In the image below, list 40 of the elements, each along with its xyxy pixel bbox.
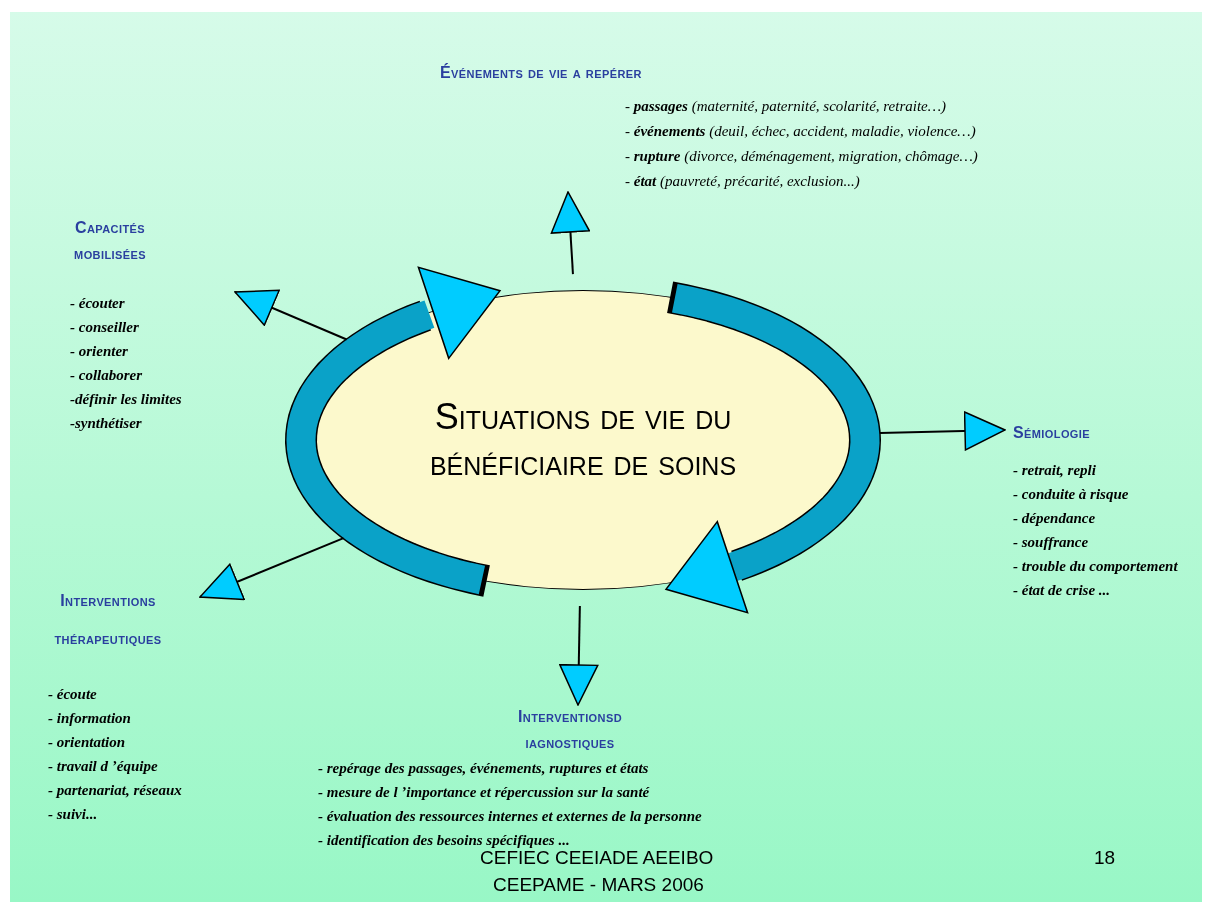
list-item: - travail d ’équipe <box>48 757 158 776</box>
center-title: Situations de vie du bénéficiaire de soins <box>428 395 738 485</box>
list-item: - orienter <box>70 342 128 361</box>
list-item: - état de crise ... <box>1013 581 1111 600</box>
section-heading: Capacités mobilisées <box>73 218 147 264</box>
arrow <box>234 289 348 341</box>
list-item: - trouble du comportement <box>1013 557 1178 576</box>
list-item: - état (pauvreté, précarité, exclusion...) <box>625 172 860 191</box>
list-item: - dépendance <box>1013 509 1096 528</box>
list-item: - suivi... <box>48 805 98 824</box>
list-item: - repérage des passages, événements, ruptures et états <box>318 759 649 778</box>
list-item: -définir les limites <box>70 390 182 409</box>
section-heading: Interventionsd iagnostiques <box>517 707 623 753</box>
list-item: - conseiller <box>70 318 139 337</box>
list-item: - information <box>48 709 131 728</box>
list-item: - rupture (divorce, déménagement, migration, chômage…) <box>625 147 978 166</box>
list-item: - souffrance <box>1013 533 1089 552</box>
arrow <box>199 537 345 601</box>
list-item: - mesure de l ’importance et répercussion sur la santé <box>318 783 650 802</box>
list-item: - collaborer <box>70 366 143 385</box>
list-item: - conduite à risque <box>1013 485 1129 504</box>
list-item: - retrait, repli <box>1013 461 1096 480</box>
section-heading: Événements de vie a repérer <box>440 62 643 83</box>
page-number: 18 <box>1094 846 1116 870</box>
section-heading: Sémiologie <box>1013 423 1091 443</box>
section-heading: Interventions thérapeutiques <box>53 591 163 649</box>
list-item: - écoute <box>48 685 97 704</box>
footer-text: CEFIEC CEEIADE AEEIBO <box>480 847 714 870</box>
arrow <box>559 605 599 706</box>
arrow <box>878 411 1006 451</box>
list-item: -synthétiser <box>70 414 142 433</box>
list-item: - écouter <box>70 294 125 313</box>
list-item: - événements (deuil, échec, accident, maladie, violence…) <box>625 122 976 141</box>
list-item: - orientation <box>48 733 126 752</box>
list-item: - passages (maternité, paternité, scolarité, retraite…) <box>625 97 947 116</box>
list-item: - évaluation des ressources internes et externes de la personne <box>318 807 702 826</box>
list-item: - partenariat, réseaux <box>48 781 182 800</box>
footer-text: CEEPAME - MARS 2006 <box>493 873 704 897</box>
arrow <box>550 191 591 276</box>
list-item: - identification des besoins spécifiques ... <box>318 831 570 850</box>
